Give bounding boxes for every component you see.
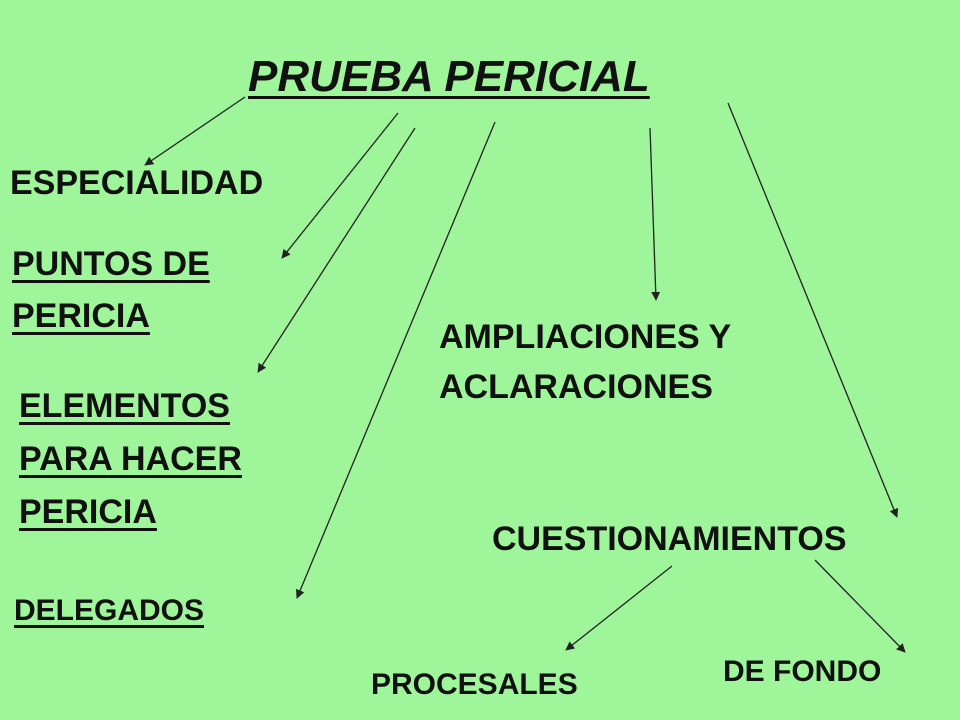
node-de-fondo: DE FONDO	[723, 655, 882, 688]
node-procesales: PROCESALES	[371, 668, 578, 701]
node-especialidad: ESPECIALIDAD	[10, 164, 264, 202]
node-puntos-line-2: PERICIA	[12, 297, 150, 335]
arrow-to-elementos	[257, 127, 416, 373]
arrow-to-puntos-de-pericia	[281, 112, 399, 259]
node-delegados: DELEGADOS	[14, 594, 205, 627]
node-elementos-para-hacer-pericia: ELEMENTOS PARA HACER PERICIA	[19, 380, 242, 539]
node-elementos-line-3: PERICIA	[19, 493, 157, 531]
node-cuestionamientos: CUESTIONAMIENTOS	[492, 520, 847, 558]
arrow-to-ampliaciones	[649, 127, 661, 301]
arrow-to-procesales	[565, 565, 673, 651]
arrow-to-especialidad	[144, 96, 246, 166]
node-ampliaciones-line-2: ACLARACIONES	[439, 368, 713, 406]
arrow-to-delegados	[295, 121, 496, 599]
node-ampliaciones-line-1: AMPLIACIONES Y	[439, 318, 732, 356]
node-elementos-line-2: PARA HACER	[19, 440, 242, 478]
node-elementos-line-1: ELEMENTOS	[19, 387, 230, 425]
arrow-to-cuestionamientos	[727, 102, 899, 518]
node-puntos-line-1: PUNTOS DE	[12, 245, 210, 283]
page-title: PRUEBA PERICIAL	[248, 52, 650, 101]
node-puntos-de-pericia: PUNTOS DE PERICIA	[12, 238, 210, 342]
node-ampliaciones-y-aclaraciones: AMPLIACIONES Y ACLARACIONES	[439, 312, 731, 412]
arrow-to-de-fondo	[814, 559, 906, 653]
